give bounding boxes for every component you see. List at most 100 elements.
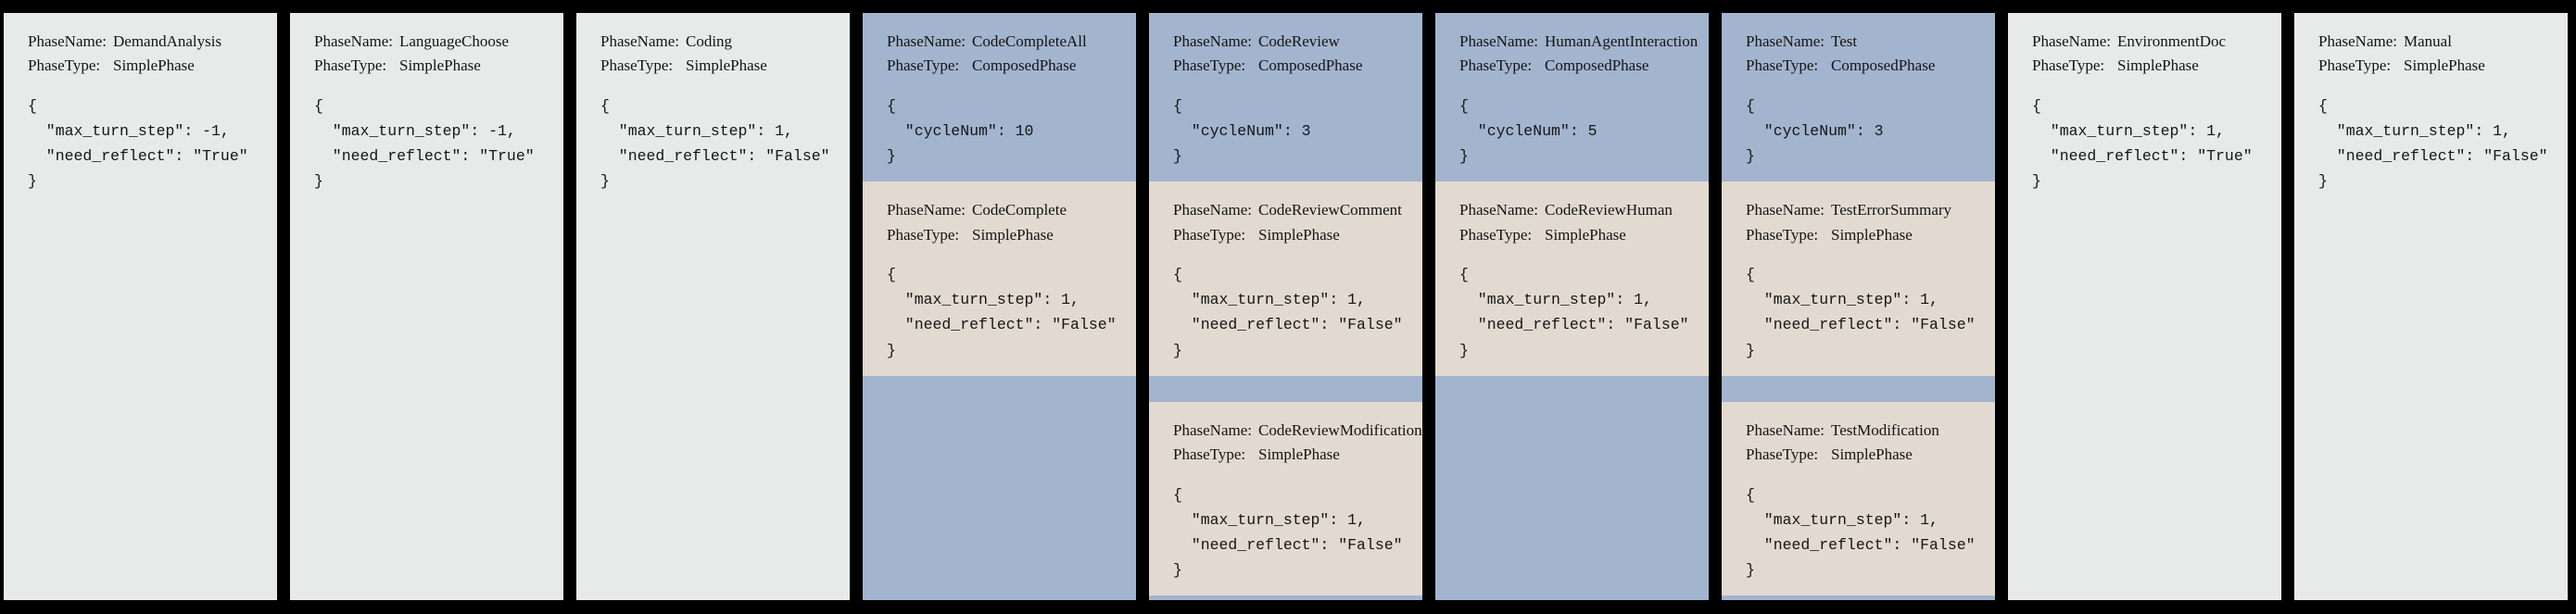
phase-meta-row: PhaseType: ComposedPhase bbox=[1746, 54, 1971, 78]
phase-name-label: PhaseName: bbox=[1173, 201, 1252, 219]
phase-meta-row: PhaseName:HumanAgentInteraction bbox=[1459, 30, 1698, 54]
phase-type-label: PhaseType: bbox=[887, 56, 960, 75]
phase-type-label: PhaseType: bbox=[1746, 445, 1819, 464]
phase-type-label: PhaseType: bbox=[2318, 56, 2392, 75]
phase-name-label: PhaseName: bbox=[2032, 32, 2111, 50]
phase-name-value: EnvironmentDoc bbox=[2117, 32, 2227, 50]
phase-type-value: SimplePhase bbox=[1258, 225, 1340, 244]
phase-config-json: { "cycleNum": 3 } bbox=[1746, 96, 1884, 166]
phase-name-value: Coding bbox=[686, 32, 733, 50]
phase-meta-row: PhaseType: SimplePhase bbox=[2318, 54, 2544, 78]
phase-name-value: CodeReviewHuman bbox=[1545, 201, 1673, 219]
phase-config-json: { "max_turn_step": -1, "need_reflect": "… bbox=[28, 96, 248, 191]
phase-meta-row: PhaseName: Test bbox=[1746, 30, 1971, 54]
sub-phase-gap bbox=[1149, 375, 1422, 402]
phase-type-value: SimplePhase bbox=[399, 56, 481, 75]
phase-meta-row: PhaseName:TestModification bbox=[1746, 419, 1971, 443]
phase-meta-row: PhaseType:SimplePhase bbox=[1746, 443, 1971, 467]
phase-name-label: PhaseName: bbox=[1459, 32, 1538, 50]
phase-name-value: DemandAnalysis bbox=[113, 32, 222, 50]
phase-name-value: CodeReviewComment bbox=[1258, 201, 1402, 219]
phase-type-value: ComposedPhase bbox=[1258, 56, 1363, 75]
phase-type-label: PhaseType: bbox=[1746, 225, 1819, 244]
phase-name-label: PhaseName: bbox=[2318, 32, 2397, 50]
phase-type-value: SimplePhase bbox=[2404, 56, 2485, 75]
phase-name-value: LanguageChoose bbox=[399, 32, 510, 50]
phase-name-value: TestModification bbox=[1831, 420, 1939, 439]
phase-config-json: { "max_turn_step": -1, "need_reflect": "… bbox=[314, 96, 535, 191]
phase-meta-row: PhaseType: SimplePhase bbox=[2032, 54, 2257, 78]
phase-meta-row: PhaseType: SimplePhase bbox=[1173, 223, 1398, 247]
composed-phase-filler bbox=[1149, 595, 1422, 600]
phase-name-label: PhaseName: bbox=[887, 32, 966, 50]
phase-type-label: PhaseType: bbox=[1173, 56, 1246, 75]
phase-type-label: PhaseType: bbox=[1173, 225, 1246, 244]
phase-name-value: Test bbox=[1831, 32, 1858, 50]
phase-type-value: SimplePhase bbox=[113, 56, 195, 75]
phase-meta-row: PhaseType:SimplePhase bbox=[600, 54, 826, 78]
phase-type-value: SimplePhase bbox=[972, 225, 1054, 244]
phase-type-label: PhaseType: bbox=[1746, 56, 1819, 75]
phase-meta-row: PhaseName:CodeReviewHuman bbox=[1459, 198, 1685, 222]
composed-phase-filler bbox=[863, 375, 1136, 600]
phase-type-value: ComposedPhase bbox=[1831, 56, 1936, 75]
phase-meta-row: PhaseName:DemandAnalysis bbox=[28, 30, 253, 54]
phase-meta-row: PhaseType: SimplePhase bbox=[314, 54, 539, 78]
phase-type-label: PhaseType: bbox=[314, 56, 387, 75]
phase-meta-row: PhaseName:Manual bbox=[2318, 30, 2544, 54]
phase-name-label: PhaseName: bbox=[600, 32, 679, 50]
phase-name-value: CodeReviewModification bbox=[1258, 420, 1422, 439]
phase-meta-row: PhaseType:SimplePhase bbox=[887, 223, 1112, 247]
phase-type-label: PhaseType: bbox=[1459, 56, 1533, 75]
phase-type-label: PhaseType: bbox=[600, 56, 674, 75]
phase-type-label: PhaseType: bbox=[1459, 225, 1533, 244]
phase-type-value: SimplePhase bbox=[2117, 56, 2199, 75]
simple-phase-filler bbox=[4, 207, 277, 600]
phase-meta-row: PhaseType:ComposedPhase bbox=[1459, 54, 1685, 78]
simple-phase-filler bbox=[290, 207, 563, 600]
phase-type-label: PhaseType: bbox=[2032, 56, 2105, 75]
phase-name-label: PhaseName: bbox=[1746, 32, 1825, 50]
phase-name-label: PhaseName: bbox=[1746, 201, 1825, 219]
phase-meta-row: PhaseType: ComposedPhase bbox=[1173, 54, 1398, 78]
phase-config-json: { "cycleNum": 10 } bbox=[887, 96, 1034, 166]
phase-meta-row: PhaseName:CodeCompleteAll bbox=[887, 30, 1112, 54]
simple-phase-filler bbox=[2008, 207, 2281, 600]
phase-type-label: PhaseType: bbox=[28, 56, 101, 75]
phase-name-label: PhaseName: bbox=[887, 201, 966, 219]
phase-name-label: PhaseName: bbox=[1173, 420, 1252, 439]
